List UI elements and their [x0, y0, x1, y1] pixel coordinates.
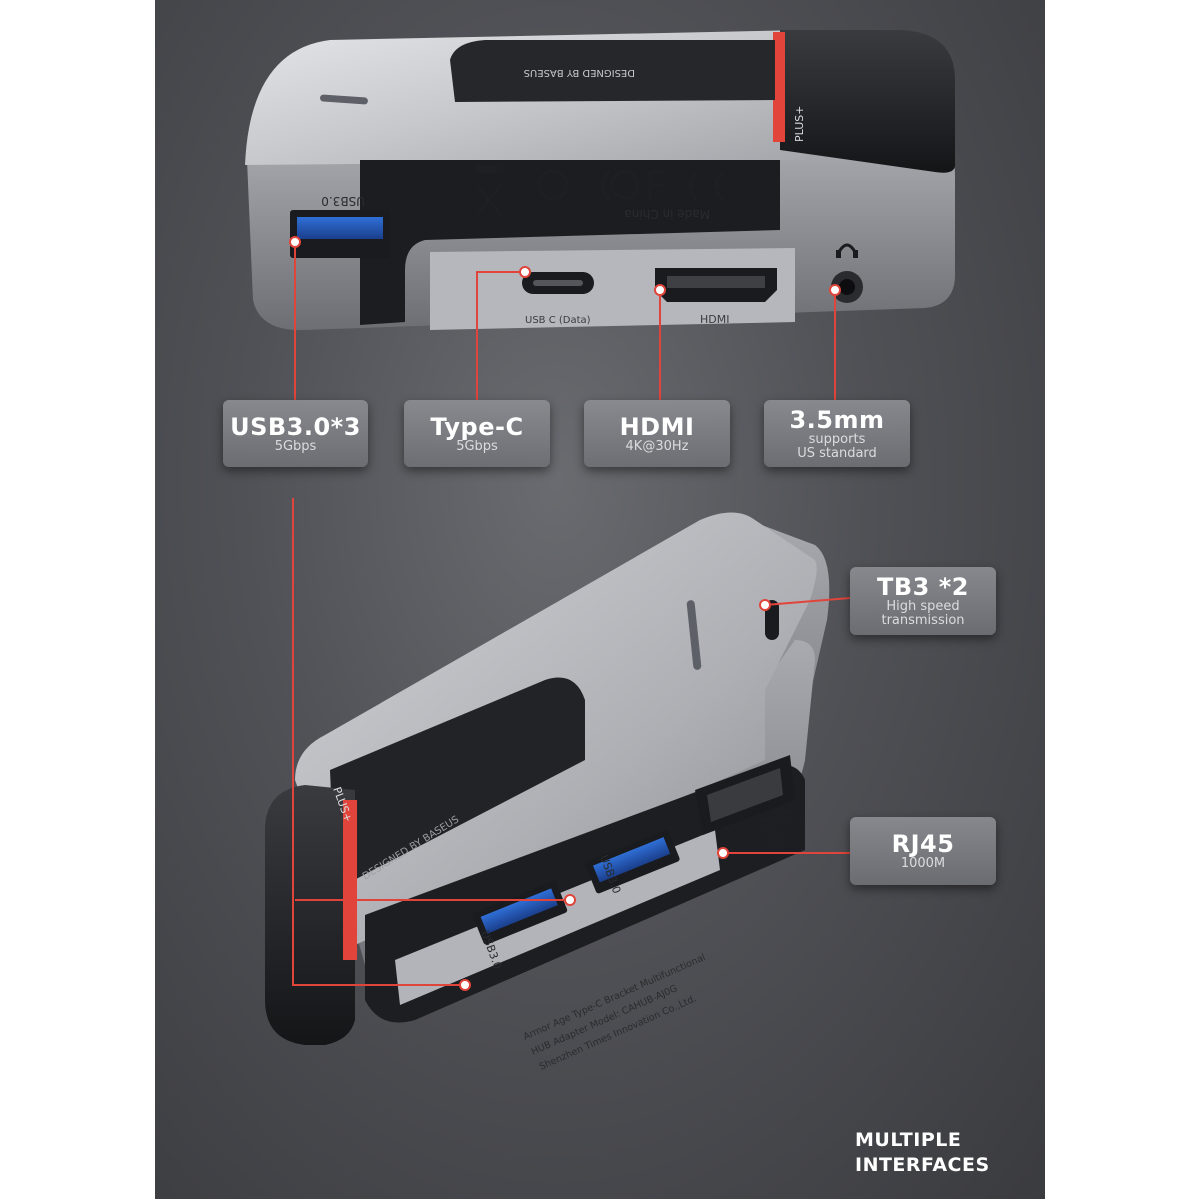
callout-typec: Type-C 5Gbps: [404, 400, 550, 467]
footer-line-1: MULTIPLE: [855, 1129, 962, 1151]
footer-line-2: INTERFACES: [855, 1154, 990, 1176]
callout-rj45-title: RJ45: [891, 830, 955, 858]
headphone-icon: [837, 243, 857, 253]
svg-text:Made in China: Made in China: [624, 207, 710, 221]
svg-text:PLUS+: PLUS+: [793, 106, 806, 142]
callout-hdmi-sub: 4K@30Hz: [625, 438, 689, 454]
led-indicator: [320, 94, 368, 105]
hub-illustration: DESIGNED BY BASEUS PLUS+ USB3.0 Made in …: [245, 30, 955, 1073]
callout-usb30: USB3.0*3 5Gbps: [223, 400, 368, 467]
callout-lines: [292, 242, 851, 986]
network-icon: [758, 810, 794, 847]
callout-rj45-sub: 1000M: [900, 856, 946, 871]
svg-text:HDMI: HDMI: [700, 313, 729, 326]
callout-tb3-sub2: transmission: [881, 613, 965, 628]
svg-text:DESIGNED BY BASEUS: DESIGNED BY BASEUS: [524, 67, 635, 78]
red-accent-strip: [773, 32, 785, 142]
callout-hdmi-title: HDMI: [619, 412, 695, 441]
callout-audio-sub1: supports: [808, 431, 866, 447]
bottom-led-indicator: [686, 600, 702, 670]
callout-usb30-title: USB3.0*3: [230, 412, 361, 441]
product-photo: DESIGNED BY BASEUS PLUS+ USB3.0 Made in …: [155, 0, 1045, 1199]
footer-caption: MULTIPLE INTERFACES: [855, 1128, 990, 1178]
svg-text:USB C (Data): USB C (Data): [525, 315, 591, 326]
bottom-hub-device: [265, 512, 830, 1045]
callout-typec-sub: 5Gbps: [456, 438, 498, 454]
callout-audio: 3.5mm supports US standard: [764, 400, 910, 467]
callout-tb3: TB3 *2 High speed transmission: [850, 567, 996, 635]
callout-tb3-title: TB3 *2: [877, 573, 969, 601]
callout-audio-sub2: US standard: [797, 445, 877, 461]
callout-tb3-sub1: High speed: [886, 599, 960, 614]
callout-rj45: RJ45 1000M: [850, 817, 996, 885]
callout-typec-title: Type-C: [430, 412, 524, 441]
callout-usb30-sub: 5Gbps: [274, 438, 317, 454]
svg-text:USB3.0: USB3.0: [321, 194, 365, 208]
certification-marks: [475, 165, 725, 216]
callout-audio-title: 3.5mm: [789, 405, 885, 434]
callout-anchor-dots: [289, 236, 841, 991]
callout-hdmi: HDMI 4K@30Hz: [584, 400, 730, 467]
tb3-port: [765, 600, 779, 640]
